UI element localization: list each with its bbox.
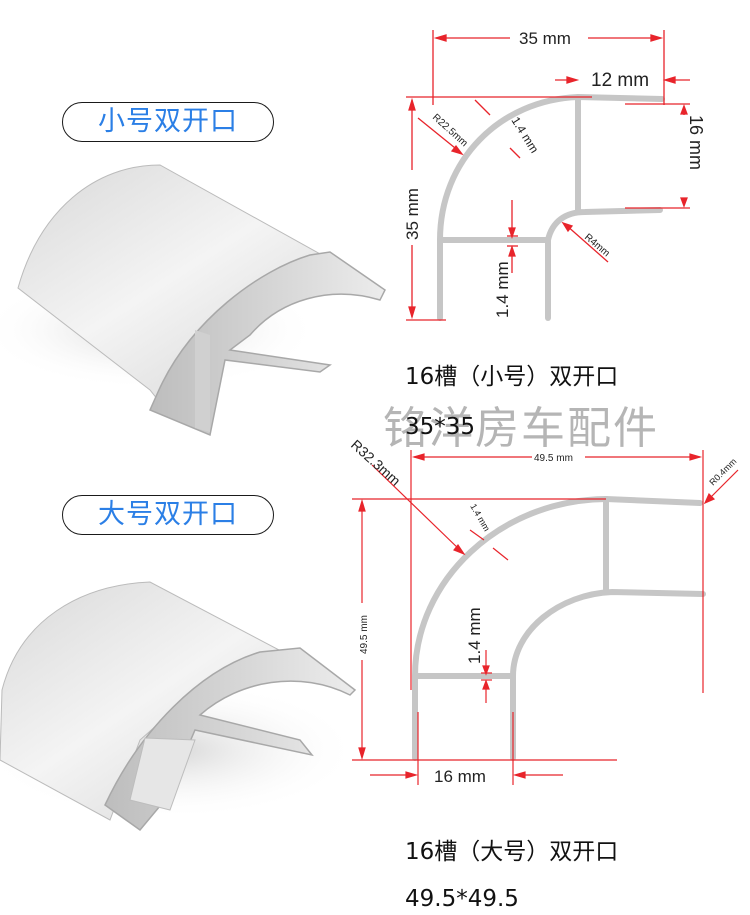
large-height-label: 49.5 mm: [359, 615, 370, 654]
large-size-label: 大号双开口: [62, 495, 274, 535]
large-caption-title: 16槽（大号）双开口: [405, 839, 619, 865]
small-slot-label: 16 mm: [686, 115, 706, 170]
small-caption-title: 16槽（小号）双开口: [405, 364, 619, 390]
watermark: 铭洋房车配件: [383, 403, 659, 454]
small-wall-web-label: 1.4 mm: [493, 261, 512, 318]
small-height-label: 35 mm: [403, 188, 422, 240]
large-radius-tip-label: R0.4mm: [707, 456, 738, 487]
small-caption-size: 35*35: [405, 414, 476, 440]
large-width-label: 49.5 mm: [534, 453, 573, 464]
large-caption-size: 49.5*49.5: [405, 886, 519, 912]
large-profile-photo: [0, 581, 360, 832]
small-width-label: 35 mm: [519, 29, 571, 48]
small-profile-photo: [0, 164, 386, 437]
small-flange-label: 12 mm: [591, 70, 649, 91]
large-wall-web-label: 1.4 mm: [465, 607, 484, 664]
large-slot-label: 16 mm: [434, 767, 486, 786]
large-wall-arc-label: 1.4 mm: [468, 502, 492, 533]
small-size-label: 小号双开口: [62, 102, 274, 142]
